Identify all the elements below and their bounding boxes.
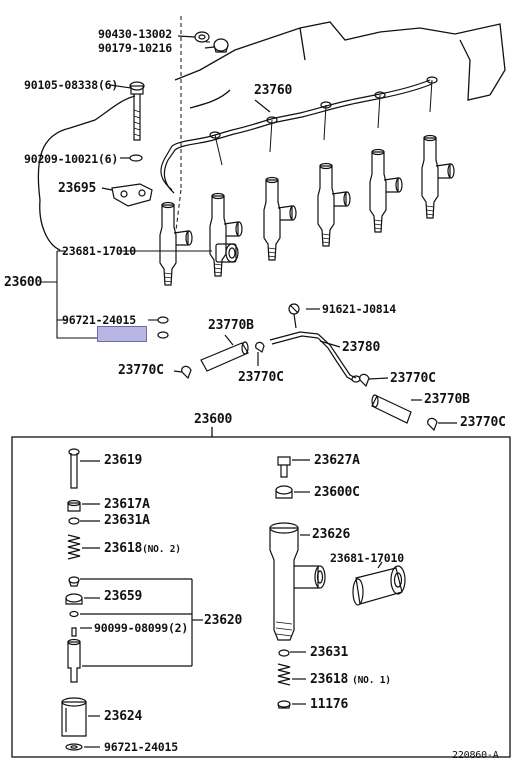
exploded-view-box (11, 427, 511, 758)
washer-90209 (120, 154, 143, 162)
label-91621-J0814[interactable]: 91621-J0814 (322, 302, 396, 316)
label-90099-08099[interactable]: 90099-08099(2) (94, 621, 189, 635)
injector-5 (369, 148, 403, 233)
label-11176[interactable]: 11176 (310, 697, 349, 712)
label-23770C-far[interactable]: 23770C (460, 415, 506, 430)
injector-4 (317, 162, 351, 247)
clip-23770C (173, 341, 457, 432)
label-23618-no1-text: 23618 (310, 672, 349, 687)
label-23600-box-title[interactable]: 23600 (194, 412, 233, 427)
label-90105-08338[interactable]: 90105-08338(6) (24, 78, 119, 92)
label-23631A[interactable]: 23631A (104, 513, 150, 528)
dashed-leaders (175, 16, 210, 231)
injector-2 (209, 192, 243, 277)
hose-23770B-upper (200, 334, 249, 372)
label-90179-10216[interactable]: 90179-10216 (98, 41, 172, 55)
nut-90430 (177, 31, 210, 43)
exploded-left-column (61, 448, 203, 751)
injector-front-fitting (215, 243, 239, 263)
highlighted-part-marker[interactable] (97, 326, 147, 342)
label-90209-10021[interactable]: 90209-10021(6) (24, 152, 119, 166)
label-23618-no2[interactable]: 23618(NO. 2) (104, 542, 181, 556)
label-23770C-right[interactable]: 23770C (390, 371, 436, 386)
label-96721-24015-box[interactable]: 96721-24015 (104, 740, 178, 754)
label-90430-13002[interactable]: 90430-13002 (98, 27, 172, 41)
label-23770B-lower[interactable]: 23770B (424, 392, 470, 407)
exploded-right-column (269, 456, 406, 709)
label-23618-no2-note: (NO. 2) (142, 544, 181, 555)
label-23600C[interactable]: 23600C (314, 485, 360, 500)
label-23770C-mid[interactable]: 23770C (238, 370, 284, 385)
label-23600-top[interactable]: 23600 (4, 275, 43, 290)
hose-23780 (269, 303, 361, 383)
engine-head-outline (37, 21, 506, 251)
label-23760[interactable]: 23760 (254, 83, 293, 98)
label-23618-no1-note: (NO. 1) (352, 675, 391, 686)
injector-1 (159, 201, 193, 286)
label-23626[interactable]: 23626 (312, 527, 351, 542)
bolt-90105 (109, 81, 145, 141)
label-23659[interactable]: 23659 (104, 589, 143, 604)
diagram-id: 220860-A (452, 750, 499, 761)
label-23695[interactable]: 23695 (58, 181, 97, 196)
return-pipe-23760 (160, 76, 438, 194)
injector-3 (263, 176, 297, 261)
label-23618-no1[interactable]: 23618(NO. 1) (310, 673, 391, 687)
clamp-23695 (101, 183, 153, 207)
label-23627A[interactable]: 23627A (314, 453, 360, 468)
washer-90179 (204, 38, 229, 53)
group-bracket-23600 (40, 250, 212, 339)
label-23681-17010-top[interactable]: 23681-17010 (62, 244, 136, 258)
injector-row (159, 134, 455, 286)
label-23780[interactable]: 23780 (342, 340, 381, 355)
label-23617A[interactable]: 23617A (104, 497, 150, 512)
hose-23770B-lower (371, 394, 422, 424)
label-23631[interactable]: 23631 (310, 645, 349, 660)
injector-6 (421, 134, 455, 219)
label-23681-17010-box[interactable]: 23681-17010 (330, 551, 404, 565)
label-23619[interactable]: 23619 (104, 453, 143, 468)
label-23770C-left[interactable]: 23770C (118, 363, 164, 378)
label-23620[interactable]: 23620 (204, 613, 243, 628)
washer-96721-top (157, 316, 169, 339)
label-23624[interactable]: 23624 (104, 709, 143, 724)
label-96721-24015-top[interactable]: 96721-24015 (62, 313, 136, 327)
label-23618-no2-text: 23618 (104, 541, 143, 556)
label-23770B-upper[interactable]: 23770B (208, 318, 254, 333)
